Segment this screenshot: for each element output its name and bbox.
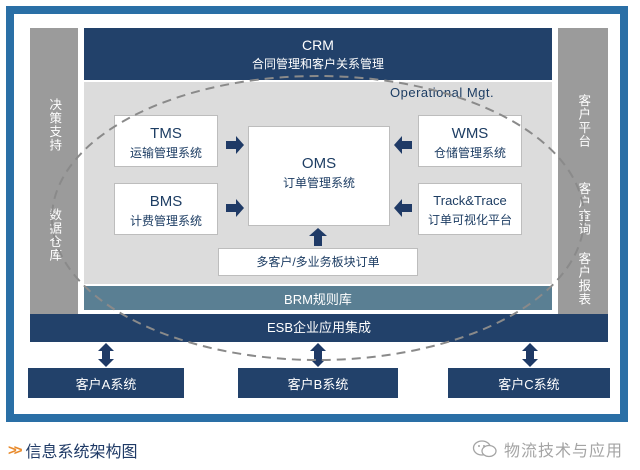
crm-title: CRM: [302, 37, 334, 53]
customer-c-link-arrow: [522, 343, 538, 367]
esb-bar: ESB企业应用集成: [30, 314, 608, 342]
oms-box: OMS 订单管理系统: [248, 126, 390, 226]
orders-to-oms-arrow: [309, 228, 327, 246]
track-trace-subtitle: 订单可视化平台: [427, 213, 512, 227]
customer-b-link-arrow: [310, 343, 326, 367]
watermark: 物流技术与应用: [472, 437, 623, 461]
decision-support-label: 决策支持: [47, 98, 62, 152]
customer-platform-label: 客户平台: [576, 94, 591, 148]
figure-caption: >> 信息系统架构图: [8, 438, 138, 462]
wms-box: WMS 仓储管理系统: [418, 115, 522, 167]
customer-query-label: 客户查询: [576, 182, 591, 236]
crm-subtitle: 合同管理和客户关系管理: [251, 57, 384, 71]
customer-c-system: 客户C系统: [448, 368, 610, 398]
tms-to-oms-arrow: [226, 136, 244, 154]
bms-to-oms-arrow: [226, 199, 244, 217]
customer-a-system: 客户A系统: [28, 368, 184, 398]
left-sidebar: 决策支持 数据仓库: [30, 28, 78, 342]
wms-subtitle: 仓储管理系统: [433, 146, 506, 160]
track-trace-box: Track&Trace 订单可视化平台: [418, 183, 522, 235]
track-trace-title: Track&Trace: [433, 193, 507, 208]
watermark-text: 物流技术与应用: [504, 443, 624, 460]
tms-box: TMS 运输管理系统: [114, 115, 218, 167]
customer-b-system: 客户B系统: [238, 368, 398, 398]
bms-title: BMS: [149, 193, 183, 210]
track-to-oms-arrow: [394, 199, 412, 217]
customer-a-link-arrow: [98, 343, 114, 367]
bms-subtitle: 计费管理系统: [129, 214, 202, 228]
right-sidebar: 客户平台 客户查询 客户报表: [558, 28, 608, 342]
brm-bar: BRM规则库: [84, 286, 552, 310]
caption-marker: >>: [8, 441, 22, 459]
crm-bar: CRM 合同管理和客户关系管理: [84, 28, 552, 80]
wms-to-oms-arrow: [394, 136, 412, 154]
oms-subtitle: 订单管理系统: [282, 176, 355, 190]
caption-text: 信息系统架构图: [25, 444, 138, 461]
customer-report-label: 客户报表: [576, 252, 591, 306]
tms-subtitle: 运输管理系统: [129, 146, 202, 160]
wechat-icon: [472, 440, 497, 458]
operations-dashed-ellipse: [51, 75, 585, 361]
bms-box: BMS 计费管理系统: [114, 183, 218, 235]
tms-title: TMS: [150, 125, 182, 142]
oms-title: OMS: [301, 155, 337, 172]
multi-client-order-box: 多客户/多业务板块订单: [218, 248, 418, 276]
operational-mgt-label: Operational Mgt.: [390, 85, 495, 100]
wms-title: WMS: [451, 125, 489, 142]
